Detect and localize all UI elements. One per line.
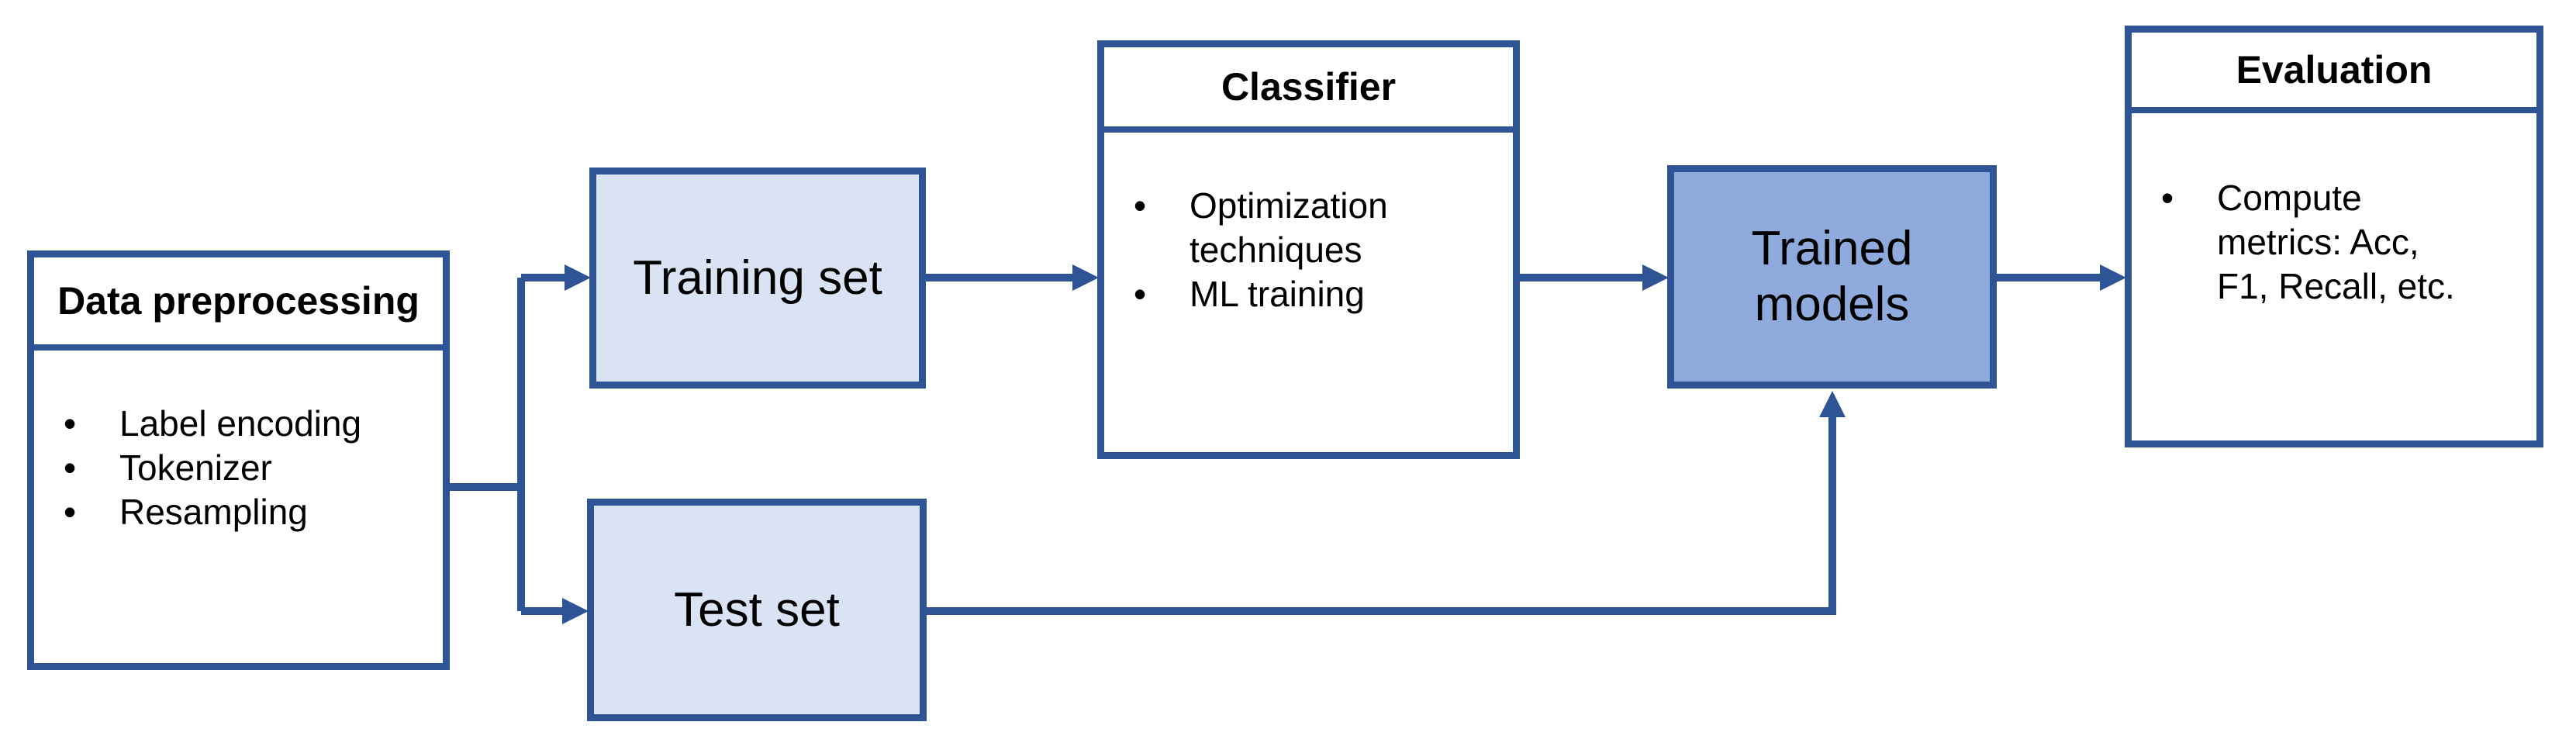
list-item: • Resampling [57, 490, 435, 534]
node-training-set-label: Training set [633, 250, 882, 305]
node-data-preprocessing-list: • Label encoding • Tokenizer • Resamplin… [34, 351, 443, 663]
node-test-set-label: Test set [674, 582, 840, 637]
list-item: • Compute metrics: Acc, F1, Recall, etc. [2155, 176, 2529, 309]
list-item: • Label encoding [57, 402, 435, 446]
node-evaluation-list: • Compute metrics: Acc, F1, Recall, etc. [2132, 113, 2536, 440]
node-classifier: Classifier • Optimization techniques • M… [1097, 40, 1520, 459]
bullet-icon: • [1134, 273, 1147, 314]
bullet-icon: • [64, 492, 77, 532]
list-item: • Optimization techniques [1127, 184, 1505, 272]
node-evaluation: Evaluation • Compute metrics: Acc, F1, R… [2125, 26, 2543, 447]
node-trained-models-label: Trained models [1751, 222, 1913, 331]
arrowhead-test-set [562, 598, 589, 624]
arrowhead-trained-models-bottom [1819, 391, 1846, 417]
node-data-preprocessing: Data preprocessing • Label encoding • To… [27, 250, 450, 670]
node-test-set: Test set [587, 499, 927, 721]
arrowhead-training-set [565, 264, 591, 291]
list-item: • Tokenizer [57, 446, 435, 490]
node-classifier-list: • Optimization techniques • ML training [1104, 133, 1513, 452]
bullet-icon: • [64, 447, 77, 488]
bullet-icon: • [2161, 177, 2174, 218]
arrowhead-classifier [1072, 264, 1099, 291]
node-training-set: Training set [589, 168, 926, 389]
list-item: • ML training [1127, 272, 1505, 316]
node-evaluation-title: Evaluation [2132, 33, 2536, 113]
node-trained-models: Trained models [1667, 165, 1997, 389]
arrowhead-trained-models-left [1642, 264, 1669, 291]
node-data-preprocessing-title: Data preprocessing [34, 257, 443, 351]
node-classifier-title: Classifier [1104, 47, 1513, 133]
bullet-icon: • [1134, 185, 1147, 226]
bullet-icon: • [64, 403, 77, 444]
arrowhead-evaluation [2100, 264, 2126, 291]
